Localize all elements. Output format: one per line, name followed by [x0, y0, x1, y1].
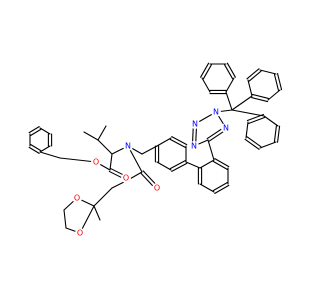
- single-bond: [141, 145, 158, 155]
- svg-text:O: O: [123, 174, 129, 183]
- svg-text:O: O: [77, 229, 83, 238]
- single-bond: [93, 205, 101, 221]
- bonds: [28, 62, 283, 234]
- atom-amide-n: N: [123, 141, 133, 151]
- double-bond: [200, 62, 210, 78]
- single-bond: [207, 139, 215, 161]
- single-bond: [231, 95, 253, 111]
- single-bond: [59, 157, 97, 163]
- atom-dioxolane-o2: O: [75, 228, 85, 238]
- single-bond: [267, 89, 281, 101]
- double-bond: [248, 70, 262, 82]
- single-bond: [245, 121, 249, 139]
- double-bond: [273, 125, 277, 143]
- single-bond: [263, 115, 279, 127]
- single-bond: [97, 125, 107, 141]
- double-bond: [246, 136, 262, 148]
- single-bond: [199, 183, 215, 193]
- svg-text:O: O: [74, 194, 80, 203]
- single-bond: [259, 69, 277, 75]
- double-bond: [248, 116, 266, 125]
- svg-text:N: N: [192, 120, 198, 129]
- svg-text:N: N: [125, 142, 131, 151]
- double-bond: [212, 182, 228, 192]
- single-bond: [39, 145, 51, 153]
- single-bond: [156, 161, 172, 171]
- double-bond: [171, 162, 188, 172]
- svg-text:N: N: [223, 124, 229, 133]
- single-bond: [79, 205, 95, 234]
- double-bond: [246, 113, 264, 122]
- double-bond: [214, 158, 230, 168]
- double-bond: [30, 144, 42, 152]
- single-bond: [109, 153, 113, 171]
- single-bond: [83, 131, 99, 141]
- atom-ester-carbonyl-o: O: [121, 173, 131, 183]
- atom-tetrazole-n2: N: [221, 123, 231, 133]
- atom-labels: O O N O O O N N: [72, 107, 231, 238]
- single-bond: [225, 91, 233, 111]
- single-bond: [39, 151, 61, 159]
- atom-amide-o: O: [152, 183, 162, 193]
- double-bond: [224, 64, 234, 80]
- double-bond: [171, 136, 188, 146]
- single-bond: [39, 127, 51, 135]
- double-bond: [226, 62, 236, 78]
- single-bond: [247, 79, 253, 97]
- single-bond: [185, 161, 201, 169]
- double-bond: [246, 68, 260, 80]
- single-bond: [93, 187, 113, 207]
- double-bond: [251, 93, 269, 99]
- double-bond: [28, 146, 40, 154]
- atom-tetrazole-n1: N: [211, 107, 221, 117]
- single-bond: [259, 141, 277, 149]
- double-bond: [28, 126, 40, 134]
- double-bond: [169, 138, 186, 148]
- atom-dioxolane-o1: O: [72, 193, 82, 203]
- atom-tetrazole-n4: N: [189, 141, 199, 151]
- double-bond: [251, 97, 269, 103]
- svg-text:O: O: [93, 158, 99, 167]
- single-bond: [97, 139, 113, 155]
- double-bond: [212, 160, 228, 170]
- atom-ester-o: O: [91, 157, 101, 167]
- single-bond: [225, 77, 235, 93]
- double-bond: [30, 128, 42, 136]
- double-bond: [273, 73, 279, 91]
- svg-text:N: N: [191, 142, 197, 151]
- single-bond: [63, 209, 67, 229]
- single-bond: [201, 77, 211, 93]
- single-bond: [231, 109, 265, 117]
- double-bond: [244, 138, 260, 150]
- double-bond: [277, 73, 283, 91]
- double-bond: [277, 125, 281, 143]
- single-bond: [199, 159, 215, 169]
- single-bond: [156, 137, 172, 147]
- svg-text:O: O: [154, 184, 160, 193]
- atom-tetrazole-n3: N: [190, 119, 200, 129]
- double-bond: [214, 184, 230, 194]
- double-bond: [169, 160, 186, 170]
- double-bond: [202, 64, 212, 80]
- svg-text:N: N: [213, 108, 219, 117]
- chemical-structure: O O N O O O N N: [28, 62, 283, 238]
